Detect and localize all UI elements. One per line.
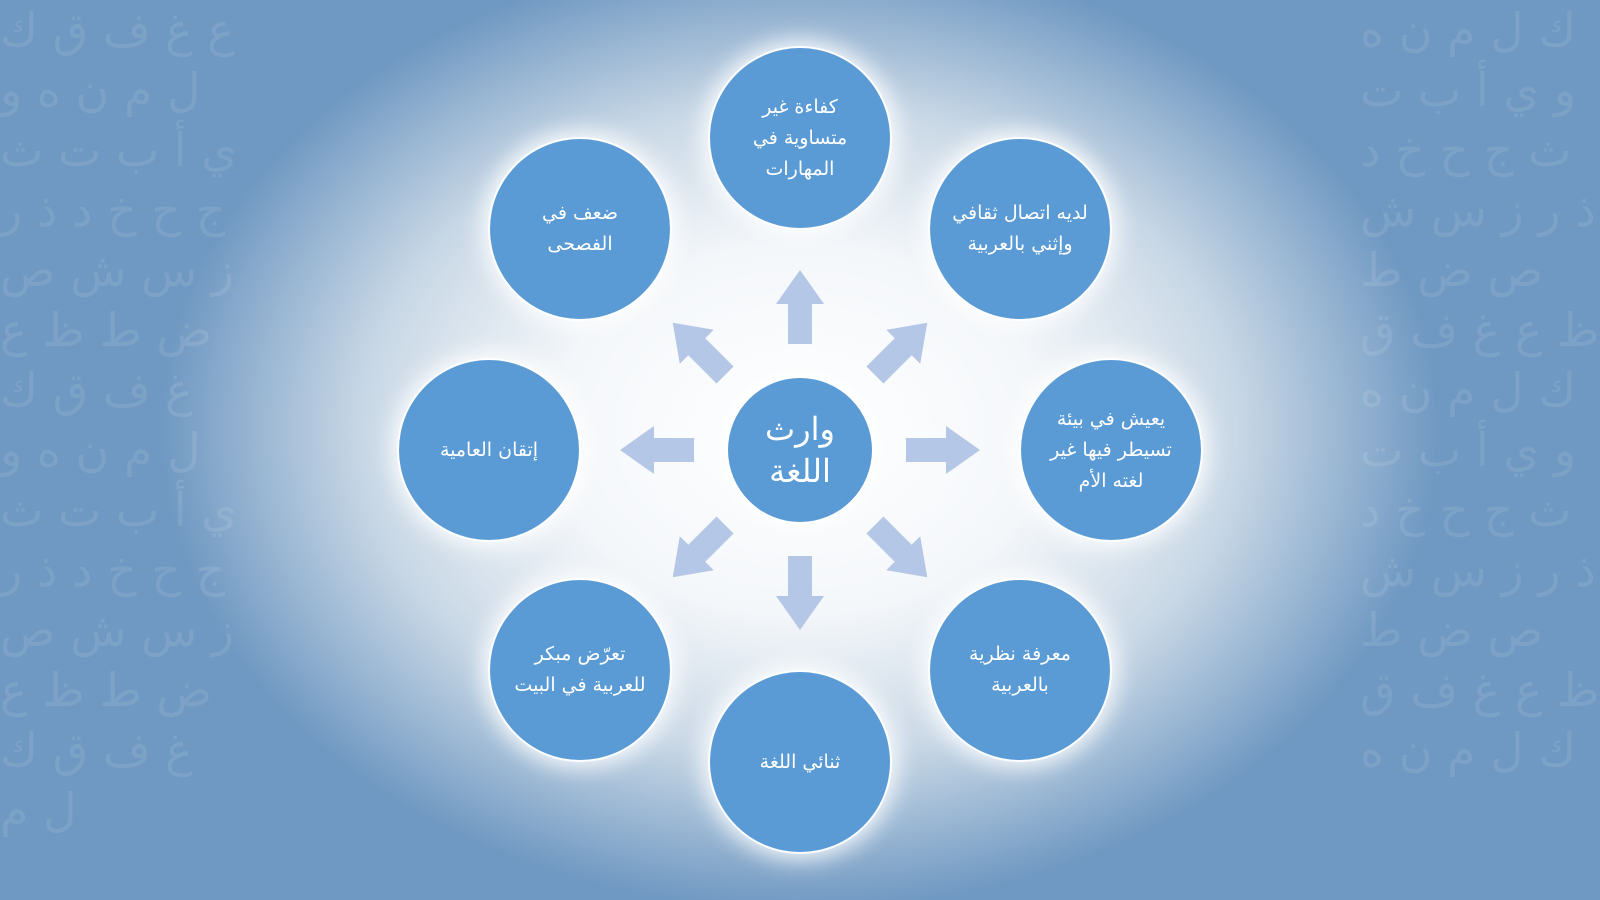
arrow-up [776, 270, 824, 344]
arrow-up-left [672, 322, 734, 384]
node-unequal-skills: كفاءة غير متساوية في المهارات [710, 48, 890, 228]
node-dialect-mastery: إتقان العامية [399, 360, 579, 540]
arrow-down [776, 556, 824, 630]
arrow-down-right [866, 516, 928, 578]
node-theoretical-knowledge: معرفة نظرية بالعربية [930, 580, 1110, 760]
node-bilingual: ثنائي اللغة [710, 672, 890, 852]
node-early-exposure: تعرّض مبكر للعربية في البيت [490, 580, 670, 760]
center-node: وارث اللغة [728, 378, 872, 522]
arrow-left [620, 426, 694, 474]
arrow-right [906, 426, 980, 474]
node-lives-in-other-language: يعيش في بيئة تسيطر فيها غير لغته الأم [1021, 360, 1201, 540]
arrow-down-left [672, 516, 734, 578]
node-cultural-connection: لديه اتصال ثقافي وإثني بالعربية [930, 139, 1110, 319]
node-weak-fusha: ضعف في الفصحى [490, 139, 670, 319]
arrow-up-right [866, 322, 928, 384]
